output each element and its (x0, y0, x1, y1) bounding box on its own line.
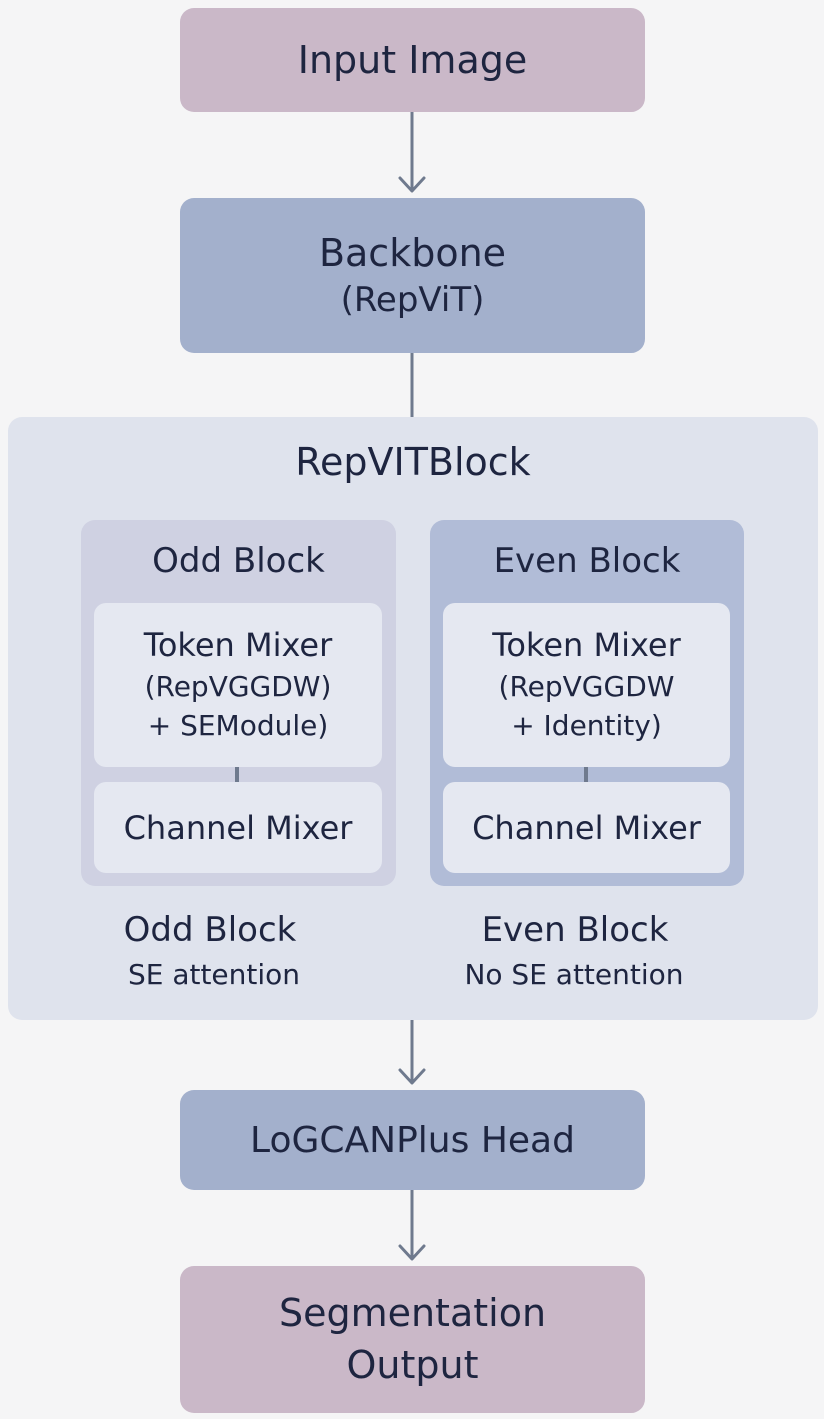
odd-token-mixer-node: Token Mixer (RepVGGDW) + SEModule) (94, 603, 382, 767)
even-token-mixer-line1: (RepVGGDW (498, 669, 675, 703)
odd-channel-mixer-node: Channel Mixer (94, 782, 382, 873)
odd-channel-mixer-label: Channel Mixer (123, 808, 353, 847)
segmentation-output-node: Segmentation Output (180, 1266, 645, 1413)
odd-block-panel-title: Odd Block (152, 541, 325, 581)
even-block-caption-title: Even Block (481, 910, 669, 950)
even-channel-mixer-label: Channel Mixer (472, 808, 701, 847)
input-image-label: Input Image (297, 38, 528, 82)
even-block-caption-subtitle: No SE attention (464, 958, 684, 991)
odd-token-mixer-line2: + SEModule) (147, 709, 329, 742)
odd-mixer-connector (235, 767, 239, 782)
even-channel-mixer-node: Channel Mixer (443, 782, 730, 873)
odd-token-mixer-title: Token Mixer (143, 625, 333, 664)
even-token-mixer-node: Token Mixer (RepVGGDW + Identity) (443, 603, 730, 767)
odd-block-caption-title: Odd Block (123, 910, 297, 950)
even-block-panel-title: Even Block (493, 541, 681, 581)
backbone-title: Backbone (318, 230, 507, 275)
input-image-node: Input Image (180, 8, 645, 112)
even-token-mixer-title: Token Mixer (492, 625, 681, 664)
odd-block-caption-subtitle: SE attention (127, 958, 301, 991)
backbone-subtitle: (RepViT) (340, 280, 485, 321)
odd-token-mixer-line1: (RepVGGDW) (144, 669, 332, 703)
logcanplus-head-node: LoGCANPlus Head (180, 1090, 645, 1190)
repvit-block-title: RepVITBlock (295, 440, 531, 484)
arrowhead-repvit-to-head (398, 1068, 426, 1085)
head-label: LoGCANPlus Head (250, 1119, 575, 1161)
even-mixer-connector (584, 767, 588, 782)
backbone-node: Backbone (RepViT) (180, 198, 645, 353)
arrowhead-input-to-backbone (398, 176, 426, 193)
even-token-mixer-line2: + Identity) (511, 709, 662, 742)
output-line2: Output (346, 1342, 479, 1387)
output-line1: Segmentation (278, 1291, 547, 1336)
arrowhead-head-to-output (398, 1244, 426, 1261)
